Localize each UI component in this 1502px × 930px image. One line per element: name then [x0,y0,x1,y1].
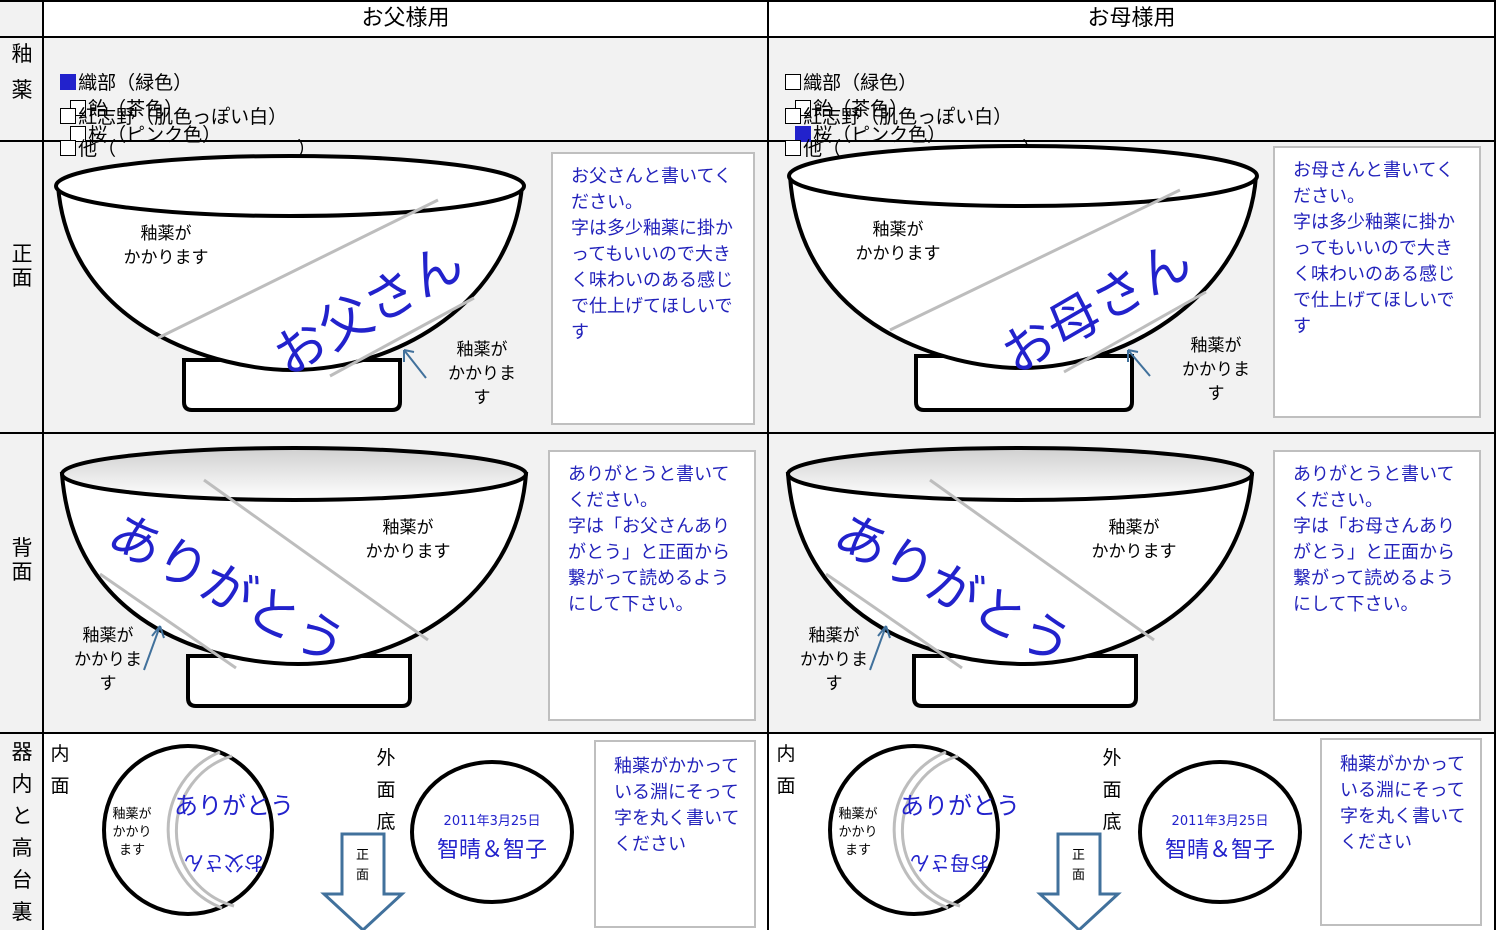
mother-inner-label: 内 面 [776,743,796,797]
father-glaze-line1: 織部（緑色） 飴（茶色） 桜（ピンク色） [48,44,221,148]
checkbox-sakura[interactable] [795,126,812,142]
father-front-glaze-label: 釉薬が かかります [123,224,209,268]
grid-line [0,36,1496,38]
mother-back-note: ありがとうと書いてください。 字は「お母さんありがとう」と正面から繋がって読める… [1273,450,1481,721]
father-front-bowl [54,154,526,412]
father-back-glaze-label: 釉薬が かかります [365,518,451,562]
mother-inside-glaze-label: 釉薬が かかり ます [838,807,878,858]
grid-line [0,0,1496,2]
mother-back-glaze-label-2: 釉薬が かかりま す [800,626,868,694]
mother-front-note: お母さんと書いてください。 字は多少釉薬に掛かってもいいので大きく味わいのある感… [1273,146,1481,418]
mother-glaze-line2: 紅志野（肌色っぽい白） [773,78,1012,130]
father-bottom-names: 智晴＆智子 [436,838,547,863]
checkbox-sakura[interactable] [70,126,87,142]
father-glaze-line2: 紅志野（肌色っぽい白） [48,78,287,130]
grid-line [42,0,44,930]
father-inner-label: 内 面 [50,743,70,797]
father-back-note: ありがとうと書いてください。 字は「お父さんありがとう」と正面から繋がって読める… [548,450,756,721]
side-label-front: 正面 [11,242,33,290]
mother-back-glaze-label: 釉薬が かかります [1091,518,1177,562]
mother-back-bowl [785,446,1255,708]
checkbox-oribe[interactable] [60,74,77,90]
mother-glaze-line1: 織部（緑色） 飴（茶色） 桜（ピンク色） [773,44,946,148]
checkbox-oribe[interactable] [785,74,802,90]
checkbox-other[interactable] [785,140,802,156]
mother-ring-top-text: ありがとう [900,792,1020,820]
mother-front-glaze-label-2: 釉薬が かかりま す [1182,336,1250,404]
grid-line [0,432,1496,434]
side-label-glaze: 釉薬 [11,42,33,102]
father-ring-bottom-text: お父さん [184,851,264,875]
father-outer-label: 外 面 底 [376,747,396,833]
side-label-back: 背面 [11,536,33,584]
grid-line [1494,0,1496,930]
father-front-note: お父さんと書いてください。 字は多少釉薬に掛かってもいいので大きく味わいのある感… [551,152,755,425]
father-header: お父様用 [361,6,450,31]
mother-header: お母様用 [1087,6,1176,31]
father-bottom-date: 2011年3月25日 [443,814,541,829]
father-front-direction-label: 正 面 [356,848,370,883]
grid-line [767,0,769,930]
mother-bottom-names: 智晴＆智子 [1164,838,1275,863]
grid-line [0,140,1496,142]
checkbox-beni[interactable] [785,108,802,124]
father-inside-glaze-label: 釉薬が かかり ます [112,807,152,858]
father-inside-note: 釉薬がかかっている淵にそって字を丸く書いてください [594,740,756,928]
father-back-bowl [59,446,529,708]
mother-outer-label: 外 面 底 [1102,747,1122,833]
mother-front-glaze-label: 釉薬が かかります [855,220,941,264]
father-front-glaze-label-2: 釉薬が かかりま す [448,340,516,408]
father-inside-drawing [102,744,574,930]
mother-front-bowl [787,144,1259,412]
checkbox-other[interactable] [60,140,77,156]
mother-front-direction-label: 正 面 [1072,848,1086,883]
grid-line [0,732,1496,734]
mother-bottom-date: 2011年3月25日 [1171,814,1269,829]
side-column [0,0,44,930]
mother-ring-bottom-text: お母さん [910,851,990,875]
side-label-inside: 器内 と高 台裏 [11,740,33,924]
father-ring-top-text: ありがとう [174,792,294,820]
father-back-glaze-label-2: 釉薬が かかりま す [74,626,142,694]
mother-inside-note: 釉薬がかかっている淵にそって字を丸く書いてください [1320,738,1482,926]
checkbox-beni[interactable] [60,108,77,124]
mother-inside-drawing [828,744,1302,930]
glaze-row [44,36,1496,140]
